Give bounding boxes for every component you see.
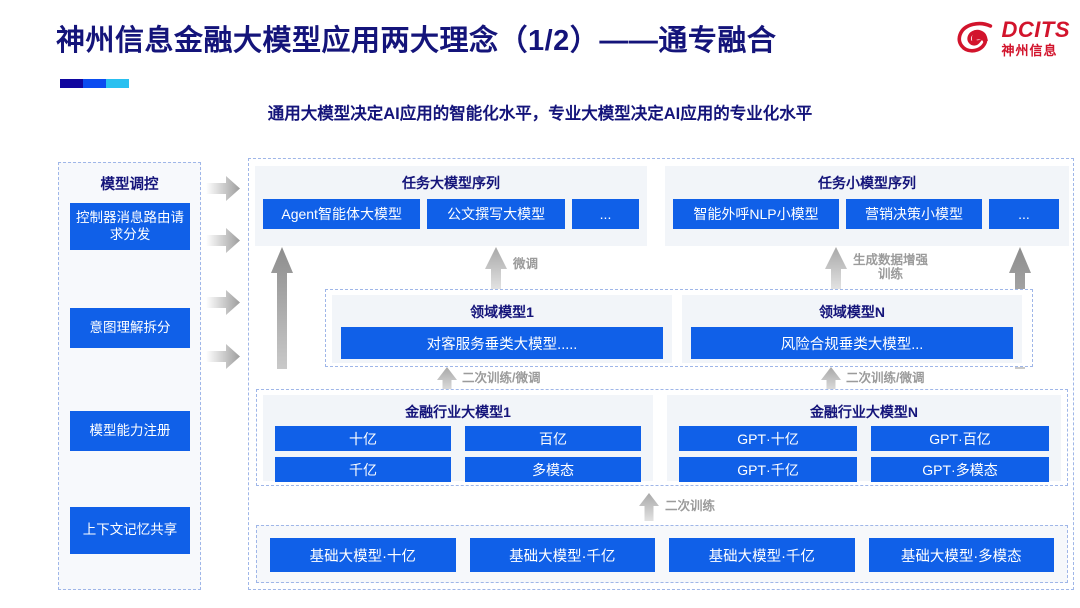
accent-segment-3 [106, 79, 129, 88]
domain-model-n-title: 领域模型N [818, 304, 886, 320]
control-column: 模型调控 控制器消息路由请求分发 意图理解拆分 模型能力注册 上下文记忆共享 [58, 162, 201, 590]
task-large-model-title: 任务大模型序列 [402, 175, 500, 191]
base-model-row: 基础大模型·十亿 基础大模型·千亿 基础大模型·千亿 基础大模型·多模态 [257, 526, 1067, 584]
accent-segment-2 [83, 79, 106, 88]
arrow-label-data-augment-line1: 生成数据增强 [853, 253, 929, 267]
industry-n-cell-1[interactable]: GPT·十亿 [679, 426, 857, 451]
domain-model-1-panel: 领域模型1 对客服务垂类大模型..... [332, 295, 672, 363]
industry-1-cell-4[interactable]: 多模态 [465, 457, 641, 482]
flow-arrow-right-4 [206, 344, 240, 369]
industry-model-n-grid: GPT·十亿 GPT·百亿 GPT·千亿 GPT·多模态 [667, 422, 1061, 482]
logo-text-en: DCITS [1001, 17, 1070, 42]
industry-n-cell-4[interactable]: GPT·多模态 [871, 457, 1049, 482]
flow-arrow-right-2 [206, 228, 240, 253]
control-item-router[interactable]: 控制器消息路由请求分发 [70, 203, 190, 250]
industry-model-1-grid: 十亿 百亿 千亿 多模态 [263, 422, 653, 482]
arrow-label-data-augment-line2: 训练 [878, 267, 904, 282]
industry-model-n-title: 金融行业大模型N [809, 404, 919, 420]
domain-model-1-title: 领域模型1 [470, 304, 534, 320]
base-model-cell-4[interactable]: 基础大模型·多模态 [868, 538, 1054, 572]
arrow-label-retrain-right: 二次训练/微调 [846, 371, 925, 385]
flow-arrow-right-3 [206, 290, 240, 315]
industry-1-cell-3[interactable]: 千亿 [275, 457, 451, 482]
base-model-cell-2[interactable]: 基础大模型·千亿 [469, 538, 655, 572]
industry-n-cell-2[interactable]: GPT·百亿 [871, 426, 1049, 451]
domain-model-n-panel: 领域模型N 风险合规垂类大模型... [682, 295, 1022, 363]
control-item-intent[interactable]: 意图理解拆分 [70, 308, 190, 348]
base-model-band: 基础大模型·十亿 基础大模型·千亿 基础大模型·千亿 基础大模型·多模态 [256, 525, 1068, 583]
industry-n-cell-3[interactable]: GPT·千亿 [679, 457, 857, 482]
task-small-model-title: 任务小模型序列 [818, 175, 916, 191]
page-subtitle: 通用大模型决定AI应用的智能化水平，专业大模型决定AI应用的专业化水平 [267, 105, 813, 123]
task-large-model-chips: Agent智能体大模型 公文撰写大模型 ... [255, 193, 647, 237]
control-item-context-memory[interactable]: 上下文记忆共享 [70, 507, 190, 554]
industry-model-1-title: 金融行业大模型1 [405, 404, 511, 420]
base-model-cell-3[interactable]: 基础大模型·千亿 [669, 538, 855, 572]
task-chip-more[interactable]: ... [572, 199, 639, 229]
base-model-cell-1[interactable]: 基础大模型·十亿 [270, 538, 456, 572]
dcits-swoosh-icon [956, 18, 996, 58]
industry-model-1-panel: 金融行业大模型1 十亿 百亿 千亿 多模态 [263, 395, 653, 482]
industry-1-cell-1[interactable]: 十亿 [275, 426, 451, 451]
task-chip-outbound-nlp[interactable]: 智能外呼NLP小模型 [673, 199, 839, 229]
arrow-label-data-augment: 生成数据增强 训练 [853, 253, 928, 282]
arrow-label-retrain-left: 二次训练/微调 [462, 371, 541, 385]
task-chip-more-2[interactable]: ... [989, 199, 1059, 229]
logo-text: DCITS 神州信息 [1001, 17, 1071, 58]
industry-model-band: 金融行业大模型1 十亿 百亿 千亿 多模态 金融行业大模型N GPT·十亿 GP… [256, 389, 1068, 486]
control-item-capability-registry[interactable]: 模型能力注册 [70, 411, 190, 451]
task-chip-doc-writing[interactable]: 公文撰写大模型 [427, 199, 566, 229]
page-title: 神州信息金融大模型应用两大理念（1/2）——通专融合 [56, 25, 777, 57]
task-small-model-panel: 任务小模型序列 智能外呼NLP小模型 营销决策小模型 ... [665, 166, 1069, 246]
task-small-model-chips: 智能外呼NLP小模型 营销决策小模型 ... [665, 193, 1069, 237]
dcits-logo: DCITS 神州信息 [956, 18, 1071, 58]
industry-1-cell-2[interactable]: 百亿 [465, 426, 641, 451]
flow-arrow-up-data-augment [825, 247, 847, 289]
flow-arrow-up-retrain-right [821, 367, 841, 393]
task-chip-agent[interactable]: Agent智能体大模型 [263, 199, 421, 229]
flow-arrow-right-1 [206, 176, 240, 201]
accent-segment-1 [60, 79, 83, 88]
arrow-label-fine-tune: 微调 [513, 257, 539, 271]
flow-arrow-up-fine-tune [485, 247, 507, 289]
task-large-model-panel: 任务大模型序列 Agent智能体大模型 公文撰写大模型 ... [255, 166, 647, 246]
title-accent-bar [60, 79, 129, 88]
control-column-title: 模型调控 [100, 177, 159, 193]
flow-arrow-up-secondary-train [639, 493, 659, 521]
logo-text-cn: 神州信息 [1001, 43, 1058, 58]
architecture-stack: 任务大模型序列 Agent智能体大模型 公文撰写大模型 ... 任务小模型序列 … [248, 158, 1074, 590]
domain-model-n-chip[interactable]: 风险合规垂类大模型... [691, 327, 1013, 359]
flow-arrow-up-tall-left [271, 247, 293, 369]
arrow-label-secondary-train: 二次训练 [665, 499, 716, 513]
flow-arrow-up-retrain-left [437, 367, 457, 393]
industry-model-n-panel: 金融行业大模型N GPT·十亿 GPT·百亿 GPT·千亿 GPT·多模态 [667, 395, 1061, 482]
domain-model-1-chip[interactable]: 对客服务垂类大模型..... [341, 327, 663, 359]
domain-model-band: 领域模型1 对客服务垂类大模型..... 领域模型N 风险合规垂类大模型... [325, 289, 1033, 367]
task-chip-marketing-decision[interactable]: 营销决策小模型 [846, 199, 982, 229]
